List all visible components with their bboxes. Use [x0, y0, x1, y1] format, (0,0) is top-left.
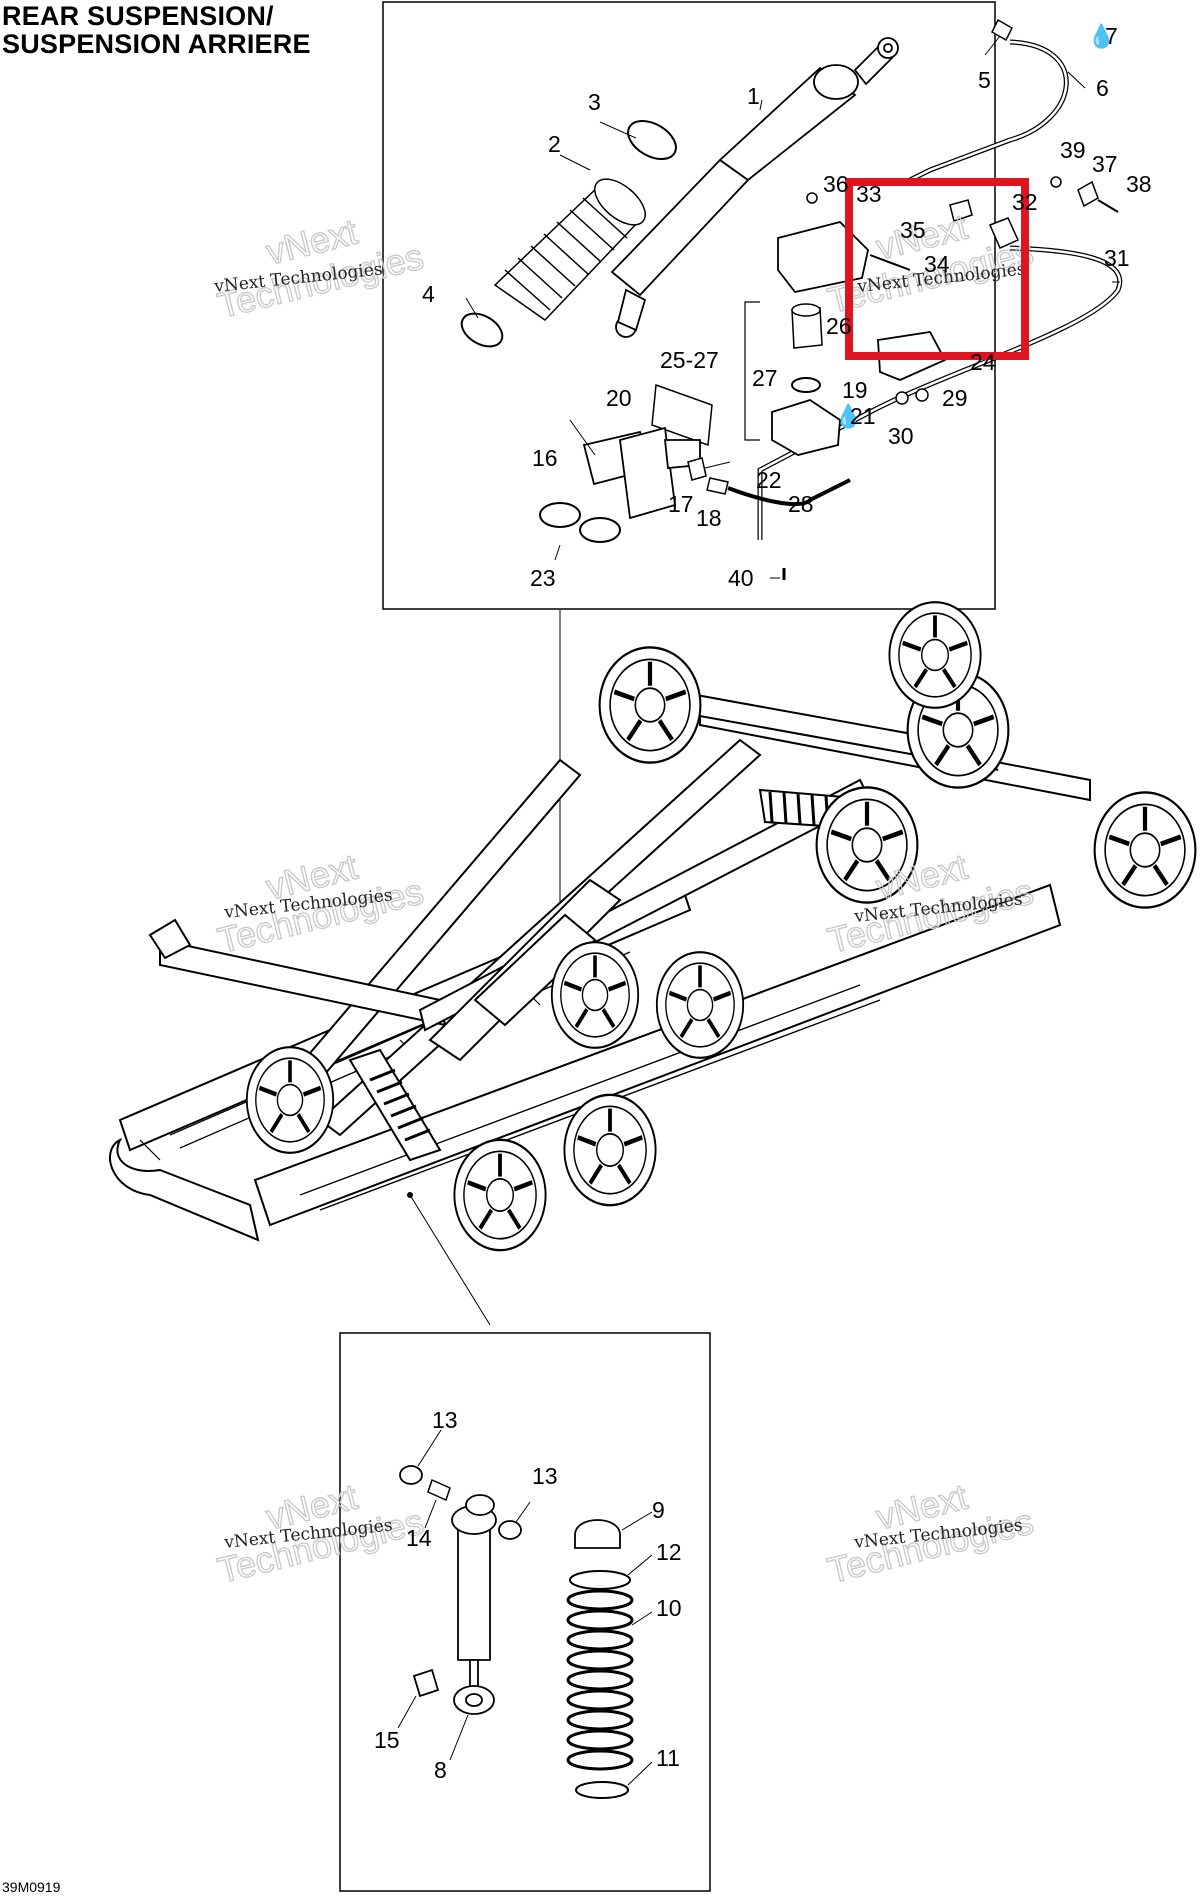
callout-37: 37	[1092, 151, 1118, 177]
title-line-2: SUSPENSION ARRIERE	[2, 29, 311, 59]
callout-12: 12	[656, 1539, 682, 1565]
screw-part-38	[1097, 199, 1119, 213]
callout-33: 33	[856, 181, 882, 207]
callout-25-27: 25-27	[660, 347, 719, 373]
compressor-part-16	[582, 426, 701, 520]
callout-32: 32	[1012, 189, 1038, 215]
callout-21: 21	[850, 403, 876, 429]
diagram-title: REAR SUSPENSION/ SUSPENSION ARRIERE	[2, 2, 311, 58]
clamp-part-23a	[539, 502, 581, 528]
shock-absorber-part-1	[610, 37, 899, 338]
bushing-part-13b	[498, 1520, 522, 1540]
callout-7-drop: 💧	[1087, 23, 1116, 50]
suspension-assembly-illustration	[109, 602, 1195, 1250]
leader-lines-bottom	[397, 1429, 653, 1786]
fastener-part-29	[915, 388, 929, 402]
callout-6: 6	[1096, 75, 1109, 101]
hose-part-6	[908, 39, 1069, 183]
callout-4: 4	[422, 281, 435, 307]
callout-22: 22	[756, 467, 782, 493]
callout-14: 14	[406, 1525, 432, 1551]
ring-part-11	[575, 1781, 629, 1799]
front-shock-part-8	[451, 1494, 497, 1715]
hose-part-22	[727, 478, 851, 507]
fitting-part-17	[687, 457, 707, 481]
callout-15: 15	[374, 1727, 400, 1753]
callout-34: 34	[924, 251, 950, 277]
callout-20: 20	[606, 385, 632, 411]
label-sticker-part-20	[651, 383, 713, 447]
fitting-part-5	[991, 18, 1013, 42]
highlight-rectangle	[845, 178, 1029, 360]
callout-2: 2	[548, 131, 561, 157]
fastener-part-30	[895, 391, 909, 405]
reference-line-bottom	[409, 1194, 491, 1326]
spring-part-10	[566, 1589, 634, 1771]
callout-28: 28	[788, 491, 814, 517]
callout-27: 27	[752, 365, 778, 391]
callout-9: 9	[652, 1497, 665, 1523]
callout-8: 8	[434, 1757, 447, 1783]
callout-10: 10	[656, 1595, 682, 1621]
callout-23: 23	[530, 565, 556, 591]
title-line-1: REAR SUSPENSION/	[2, 1, 274, 31]
callout-21-drop: 💧	[834, 403, 863, 430]
callout-30: 30	[888, 423, 914, 449]
fitting-part-18	[706, 477, 729, 495]
callout-26: 26	[826, 313, 852, 339]
clamp-part-23b	[579, 517, 621, 543]
clip-part-4	[460, 312, 504, 348]
callout-18: 18	[696, 505, 722, 531]
callout-39: 39	[1060, 137, 1086, 163]
valve-block-part-25	[771, 399, 841, 456]
callout-35: 35	[900, 217, 926, 243]
clamp-part-37	[1077, 180, 1099, 208]
callout-7: 7	[1105, 23, 1118, 49]
callout-24: 24	[970, 349, 996, 375]
ring-part-3	[627, 120, 677, 160]
callout-31: 31	[1104, 245, 1130, 271]
callout-17: 17	[668, 491, 694, 517]
bushing-part-15	[412, 1668, 440, 1698]
callout-3: 3	[588, 89, 601, 115]
bushing-part-13a	[399, 1465, 423, 1485]
sleeve-part-14	[427, 1478, 451, 1502]
callout-40: 40	[728, 565, 754, 591]
callout-16: 16	[532, 445, 558, 471]
o-ring-part-27	[791, 377, 821, 393]
top-detail-frame	[382, 1, 996, 610]
callout-13-right: 13	[532, 1463, 558, 1489]
watermark-group: vNext Technologies vNext Technologies vN…	[212, 205, 1038, 1592]
callout-29: 29	[942, 385, 968, 411]
callout-1: 1	[747, 83, 760, 109]
ring-part-12	[569, 1570, 631, 1590]
callout-38: 38	[1126, 171, 1152, 197]
leader-lines-top	[465, 35, 1120, 579]
callout-11: 11	[656, 1745, 680, 1771]
callout-36: 36	[823, 171, 849, 197]
spring-adjuster-part-9	[574, 1519, 621, 1549]
bottom-detail-frame	[339, 1332, 711, 1892]
drawing-code: 39M0919	[2, 1879, 61, 1895]
bellows-boot-part-2	[493, 178, 646, 321]
washer-part-39	[1050, 176, 1062, 188]
callout-labels: 1 2 3 4 5 6 💧 7 31 39 37 38 36 33 32 35 …	[374, 23, 1152, 1783]
callout-13-top: 13	[432, 1407, 458, 1433]
washer-part-36	[806, 192, 818, 204]
group-bracket-25-27	[744, 301, 760, 441]
callout-5: 5	[978, 67, 991, 93]
valve-part-26	[791, 303, 823, 349]
callout-19: 19	[842, 377, 868, 403]
